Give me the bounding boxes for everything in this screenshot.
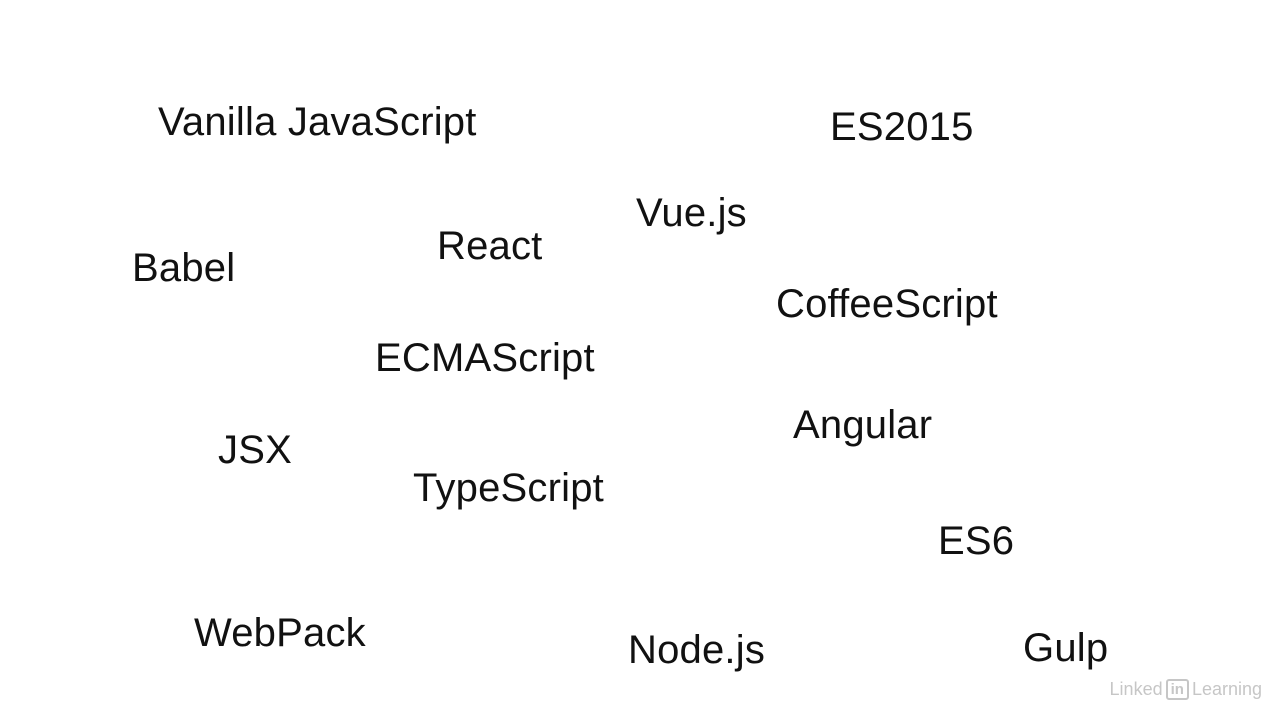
- term-react: React: [437, 224, 543, 268]
- term-angular: Angular: [793, 403, 933, 447]
- term-nodejs: Node.js: [628, 628, 766, 672]
- term-babel: Babel: [132, 246, 236, 290]
- term-jsx: JSX: [218, 428, 292, 472]
- term-es2015: ES2015: [830, 105, 974, 149]
- term-es6: ES6: [938, 519, 1015, 563]
- term-vanilla-javascript: Vanilla JavaScript: [158, 100, 477, 144]
- term-coffeescript: CoffeeScript: [776, 282, 998, 326]
- watermark-suffix: Learning: [1191, 679, 1262, 699]
- watermark-prefix: Linked: [1109, 679, 1163, 699]
- term-typescript: TypeScript: [413, 466, 604, 510]
- term-ecmascript: ECMAScript: [375, 336, 595, 380]
- term-webpack: WebPack: [194, 611, 366, 655]
- linkedin-learning-watermark: Linked in Learning: [1110, 679, 1262, 700]
- term-vuejs: Vue.js: [636, 191, 747, 235]
- term-gulp: Gulp: [1023, 626, 1109, 670]
- linkedin-in-badge-icon: in: [1165, 679, 1189, 700]
